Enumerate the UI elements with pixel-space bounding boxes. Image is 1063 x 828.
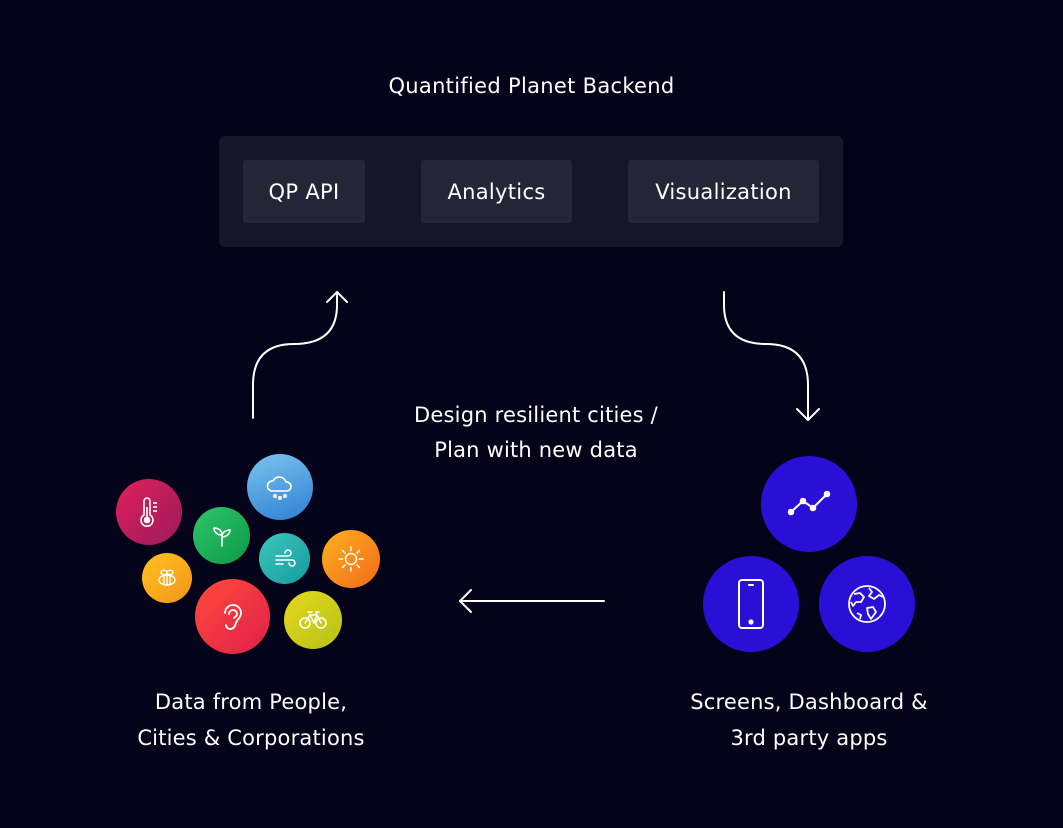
outputs-caption-line2: 3rd party apps — [730, 726, 888, 750]
sun-icon — [322, 530, 380, 588]
center-text-line1: Design resilient cities / — [414, 403, 658, 427]
line-chart-icon — [761, 456, 857, 552]
sources-caption: Data from People, Cities & Corporations — [111, 684, 391, 756]
outputs-caption: Screens, Dashboard & 3rd party apps — [669, 684, 949, 756]
bee-icon — [142, 553, 192, 603]
arrow-up-head — [326, 291, 348, 303]
plant-icon — [193, 507, 250, 564]
module-qp-api: QP API — [243, 160, 365, 223]
ear-icon — [195, 579, 270, 654]
smartphone-icon — [703, 556, 799, 652]
sources-caption-line1: Data from People, — [154, 690, 348, 714]
arrow-down — [723, 291, 809, 420]
module-analytics: Analytics — [421, 160, 572, 223]
thermometer-icon — [116, 479, 182, 545]
rain-cloud-icon — [247, 454, 313, 520]
center-text: Design resilient cities / Plan with new … — [381, 398, 691, 468]
arrow-left-head — [459, 589, 472, 613]
center-text-line2: Plan with new data — [434, 438, 638, 462]
backend-title: Quantified Planet Backend — [388, 74, 675, 98]
sources-caption-line2: Cities & Corporations — [137, 726, 365, 750]
arrow-up — [252, 291, 338, 419]
globe-icon — [819, 556, 915, 652]
arrow-down-head — [796, 408, 820, 421]
module-visualization: Visualization — [628, 160, 819, 223]
wind-icon — [259, 533, 310, 584]
bicycle-icon — [284, 591, 342, 649]
outputs-caption-line1: Screens, Dashboard & — [690, 690, 928, 714]
